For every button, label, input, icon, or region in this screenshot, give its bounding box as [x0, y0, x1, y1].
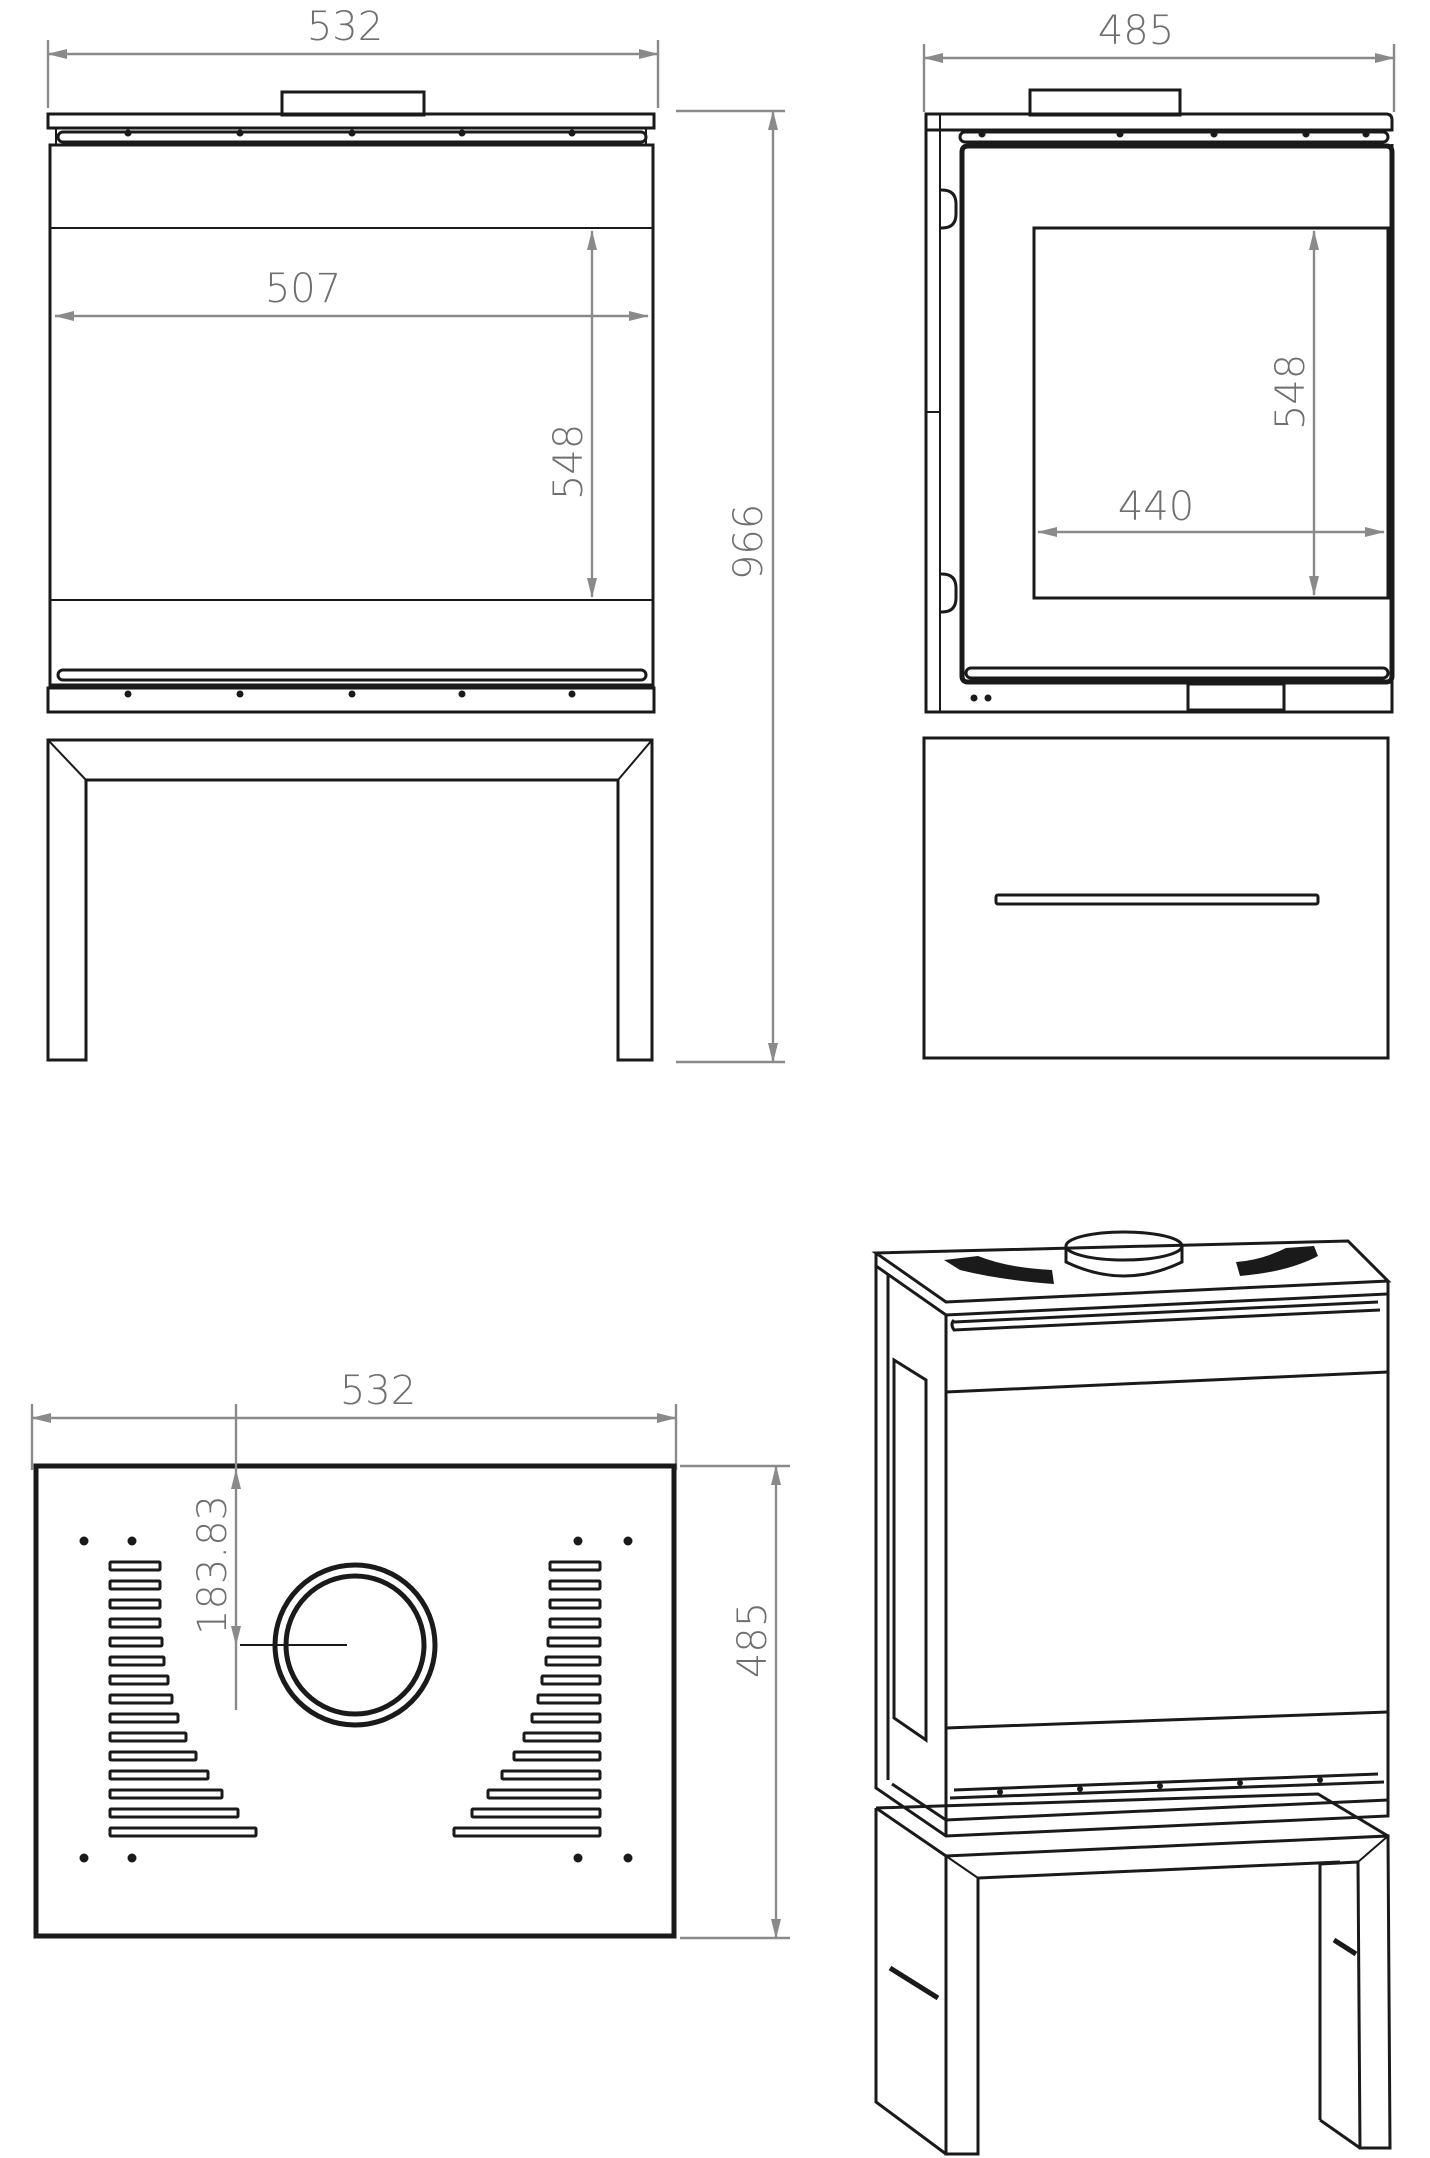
- side-stand-slot: [994, 893, 1320, 906]
- front-glass-height-label: 548: [546, 424, 592, 500]
- top-flue-offset-label: 183.83: [190, 1495, 236, 1635]
- iso-stand: [875, 1806, 1392, 2156]
- side-depth-label: 485: [1098, 8, 1174, 54]
- front-top-screws: [124, 129, 576, 137]
- side-glass: [1032, 226, 1390, 600]
- side-glass-width-label: 440: [1118, 484, 1194, 530]
- isometric-view: [871, 1230, 1392, 2156]
- side-view: 485 548 440: [922, 8, 1396, 1060]
- front-stand: [46, 738, 654, 1062]
- front-glass-width-label: 507: [265, 266, 341, 312]
- iso-bottom-screws: [997, 1777, 1323, 1795]
- front-width-label: 532: [307, 4, 383, 50]
- iso-top-left-vents: [944, 1256, 1054, 1284]
- front-top-plate: [46, 112, 656, 130]
- iso-front-glass: [945, 1370, 1389, 1730]
- front-flue-collar: [280, 90, 426, 117]
- iso-top-right-vents: [1236, 1246, 1318, 1276]
- side-glass-height-label: 548: [1268, 354, 1314, 430]
- top-plate-outline: [33, 1463, 677, 1939]
- iso-stand-slot-right: [1332, 1937, 1358, 1957]
- front-view: 532 507 548: [46, 4, 785, 1064]
- top-depth-label: 485: [730, 1602, 776, 1678]
- side-stand: [922, 736, 1390, 1060]
- side-stove-body: [924, 114, 1394, 714]
- top-right-vent-slots: [452, 1560, 602, 1838]
- side-door: [959, 143, 1395, 685]
- top-width-label: 532: [340, 1368, 416, 1414]
- top-view: 532 183.83 485: [30, 1368, 790, 1940]
- iso-side-glass: [892, 1357, 928, 1743]
- top-left-vent-slots: [108, 1560, 258, 1838]
- iso-stand-slot-left: [888, 1965, 940, 2001]
- front-bottom-screws: [124, 690, 576, 698]
- iso-stove-body: [874, 1266, 1390, 1838]
- top-screw-holes: [79, 1536, 633, 1863]
- front-height-label: 966: [726, 504, 772, 580]
- front-stove-body: [48, 143, 655, 687]
